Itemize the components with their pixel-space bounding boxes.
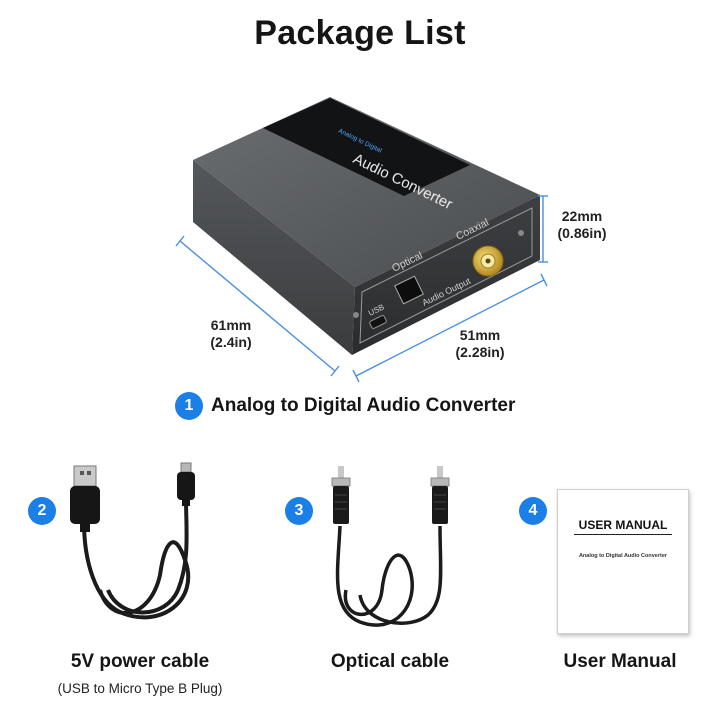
height-mm: 22mm bbox=[561, 208, 603, 224]
item-label-user-manual: User Manual bbox=[563, 651, 677, 672]
item-sublabel-power-cable: (USB to Micro Type B Plug) bbox=[57, 681, 223, 696]
optical-plug-icon bbox=[338, 466, 344, 478]
width-in: (2.28in) bbox=[455, 344, 505, 360]
usb-a-plug-icon bbox=[73, 465, 97, 487]
optical-cable bbox=[331, 466, 450, 627]
user-manual-booklet: USER MANUAL Analog to Digital Audio Conv… bbox=[557, 489, 689, 634]
converter-device bbox=[193, 97, 540, 355]
page-title: Package List bbox=[254, 14, 466, 52]
item-label-power-cable: 5V power cable bbox=[70, 651, 210, 672]
width-mm: 51mm bbox=[459, 327, 501, 343]
dimension-lines bbox=[175, 195, 548, 383]
screw-icon bbox=[518, 230, 524, 236]
usb-port-icon bbox=[369, 315, 387, 329]
device-side-face bbox=[193, 160, 355, 355]
optical-plug-icon bbox=[437, 466, 443, 478]
depth-in: (2.4in) bbox=[210, 334, 252, 350]
manual-divider bbox=[574, 534, 672, 535]
height-in: (0.86in) bbox=[557, 225, 607, 241]
item-number-badge: 4 bbox=[519, 497, 547, 525]
manual-title: USER MANUAL bbox=[578, 518, 668, 532]
width-dimension-line bbox=[355, 279, 545, 377]
device-front-face bbox=[352, 195, 540, 355]
device-label-panel bbox=[263, 98, 470, 196]
width-dimension-label: 51mm (2.28in) bbox=[447, 327, 513, 361]
item-number-badge: 1 bbox=[175, 392, 203, 420]
item-number-badge: 3 bbox=[285, 497, 313, 525]
usb-power-cable bbox=[70, 462, 195, 620]
item-number-badge: 2 bbox=[28, 497, 56, 525]
item-label-converter: Analog to Digital Audio Converter bbox=[211, 395, 516, 416]
optical-port-icon bbox=[394, 275, 424, 305]
item-label-optical-cable: Optical cable bbox=[330, 651, 450, 672]
device-top-face bbox=[193, 97, 540, 287]
screw-icon bbox=[353, 312, 359, 318]
depth-dimension-line bbox=[179, 240, 336, 372]
device-front-plate bbox=[359, 207, 533, 344]
height-dimension-label: 22mm (0.86in) bbox=[552, 208, 612, 242]
manual-subtitle: Analog to Digital Audio Converter bbox=[578, 553, 668, 559]
micro-usb-plug-icon bbox=[180, 462, 192, 473]
depth-dimension-label: 61mm (2.4in) bbox=[198, 317, 264, 351]
depth-mm: 61mm bbox=[210, 317, 252, 333]
